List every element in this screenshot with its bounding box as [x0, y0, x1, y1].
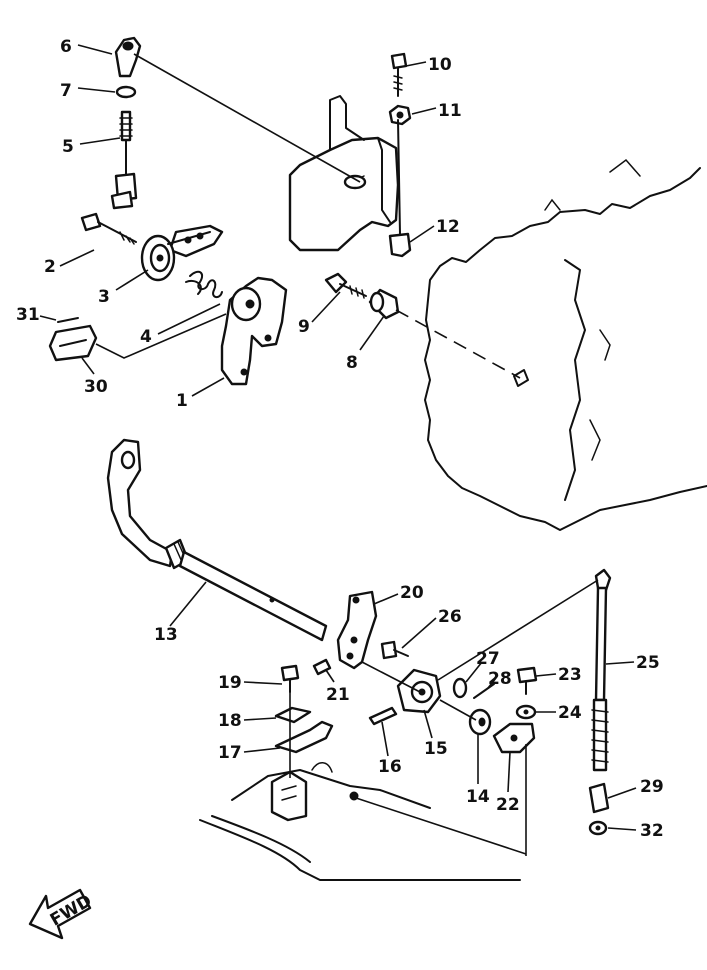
part-labels: 6 7 5 10 11 12 2 3 4 9 8 31 30 1 13 20 2…	[16, 37, 664, 841]
part-24-nut	[515, 704, 537, 720]
part-6-rod-end	[114, 36, 142, 78]
part-9-bolt	[324, 272, 367, 299]
label-25: 25	[636, 653, 660, 673]
label-7: 7	[60, 81, 72, 101]
part-19-bolt	[280, 664, 300, 693]
part-13-shift-lever	[106, 438, 328, 642]
part-17-plate	[274, 720, 334, 754]
label-1: 1	[176, 391, 188, 411]
label-32: 32	[640, 821, 664, 841]
part-27-washer	[452, 677, 468, 699]
part-1-lever	[220, 276, 288, 386]
part-31-pin	[57, 317, 79, 323]
part-12-grommet	[388, 119, 412, 258]
label-20: 20	[400, 583, 424, 603]
part-28-pin	[473, 683, 495, 699]
label-15: 15	[424, 739, 448, 759]
guide-line-6	[133, 53, 361, 183]
part-18-plate	[274, 706, 312, 724]
fwd-direction-arrow: FWD	[28, 888, 95, 940]
label-leaders	[39, 44, 637, 831]
part-22-clamp	[492, 722, 536, 754]
part-11-nut	[388, 104, 412, 126]
label-29: 29	[640, 777, 664, 797]
assembly-lines-lower	[349, 579, 599, 856]
label-31: 31	[16, 305, 40, 325]
bottom-cowling	[199, 690, 521, 881]
part-7-washer	[115, 85, 137, 99]
label-30: 30	[84, 377, 108, 397]
part-30-clip	[48, 324, 98, 362]
label-4: 4	[140, 327, 152, 347]
label-9: 9	[298, 317, 310, 337]
label-22: 22	[496, 795, 520, 815]
part-26-bolt	[380, 640, 409, 660]
part-29-sleeve	[588, 782, 610, 814]
part-20-plate	[336, 590, 378, 670]
label-5: 5	[62, 137, 74, 157]
throttle-bracket	[288, 95, 400, 252]
label-23: 23	[558, 665, 582, 685]
engine-block	[424, 158, 707, 531]
part-32-nut	[588, 820, 608, 836]
label-10: 10	[428, 55, 452, 75]
part-25-rod	[591, 568, 612, 772]
guide-line-30	[95, 313, 227, 359]
label-17: 17	[218, 743, 242, 763]
part-10-bolt	[390, 52, 408, 97]
part-8-collar	[368, 288, 400, 320]
label-16: 16	[378, 757, 402, 777]
label-14: 14	[466, 787, 490, 807]
part-5-threaded-rod	[110, 110, 138, 210]
label-19: 19	[218, 673, 242, 693]
part-14-collar	[468, 708, 492, 736]
label-28: 28	[488, 669, 512, 689]
label-13: 13	[154, 625, 178, 645]
part-4-spring	[185, 270, 223, 298]
part-16-pin	[368, 706, 398, 726]
part-23-bolt	[516, 666, 538, 695]
label-27: 27	[476, 649, 500, 669]
label-24: 24	[558, 703, 582, 723]
alignment-line-8	[395, 309, 521, 379]
label-11: 11	[438, 101, 462, 121]
part-2-bolt	[80, 212, 137, 245]
engine-mount-point	[513, 369, 529, 387]
part-3-pulley	[140, 231, 211, 282]
label-26: 26	[438, 607, 462, 627]
label-6: 6	[60, 37, 72, 57]
part-21-pin	[312, 658, 332, 676]
label-18: 18	[218, 711, 242, 731]
label-21: 21	[326, 685, 350, 705]
label-8: 8	[346, 353, 358, 373]
label-2: 2	[44, 257, 56, 277]
label-12: 12	[436, 217, 460, 237]
label-3: 3	[98, 287, 110, 307]
